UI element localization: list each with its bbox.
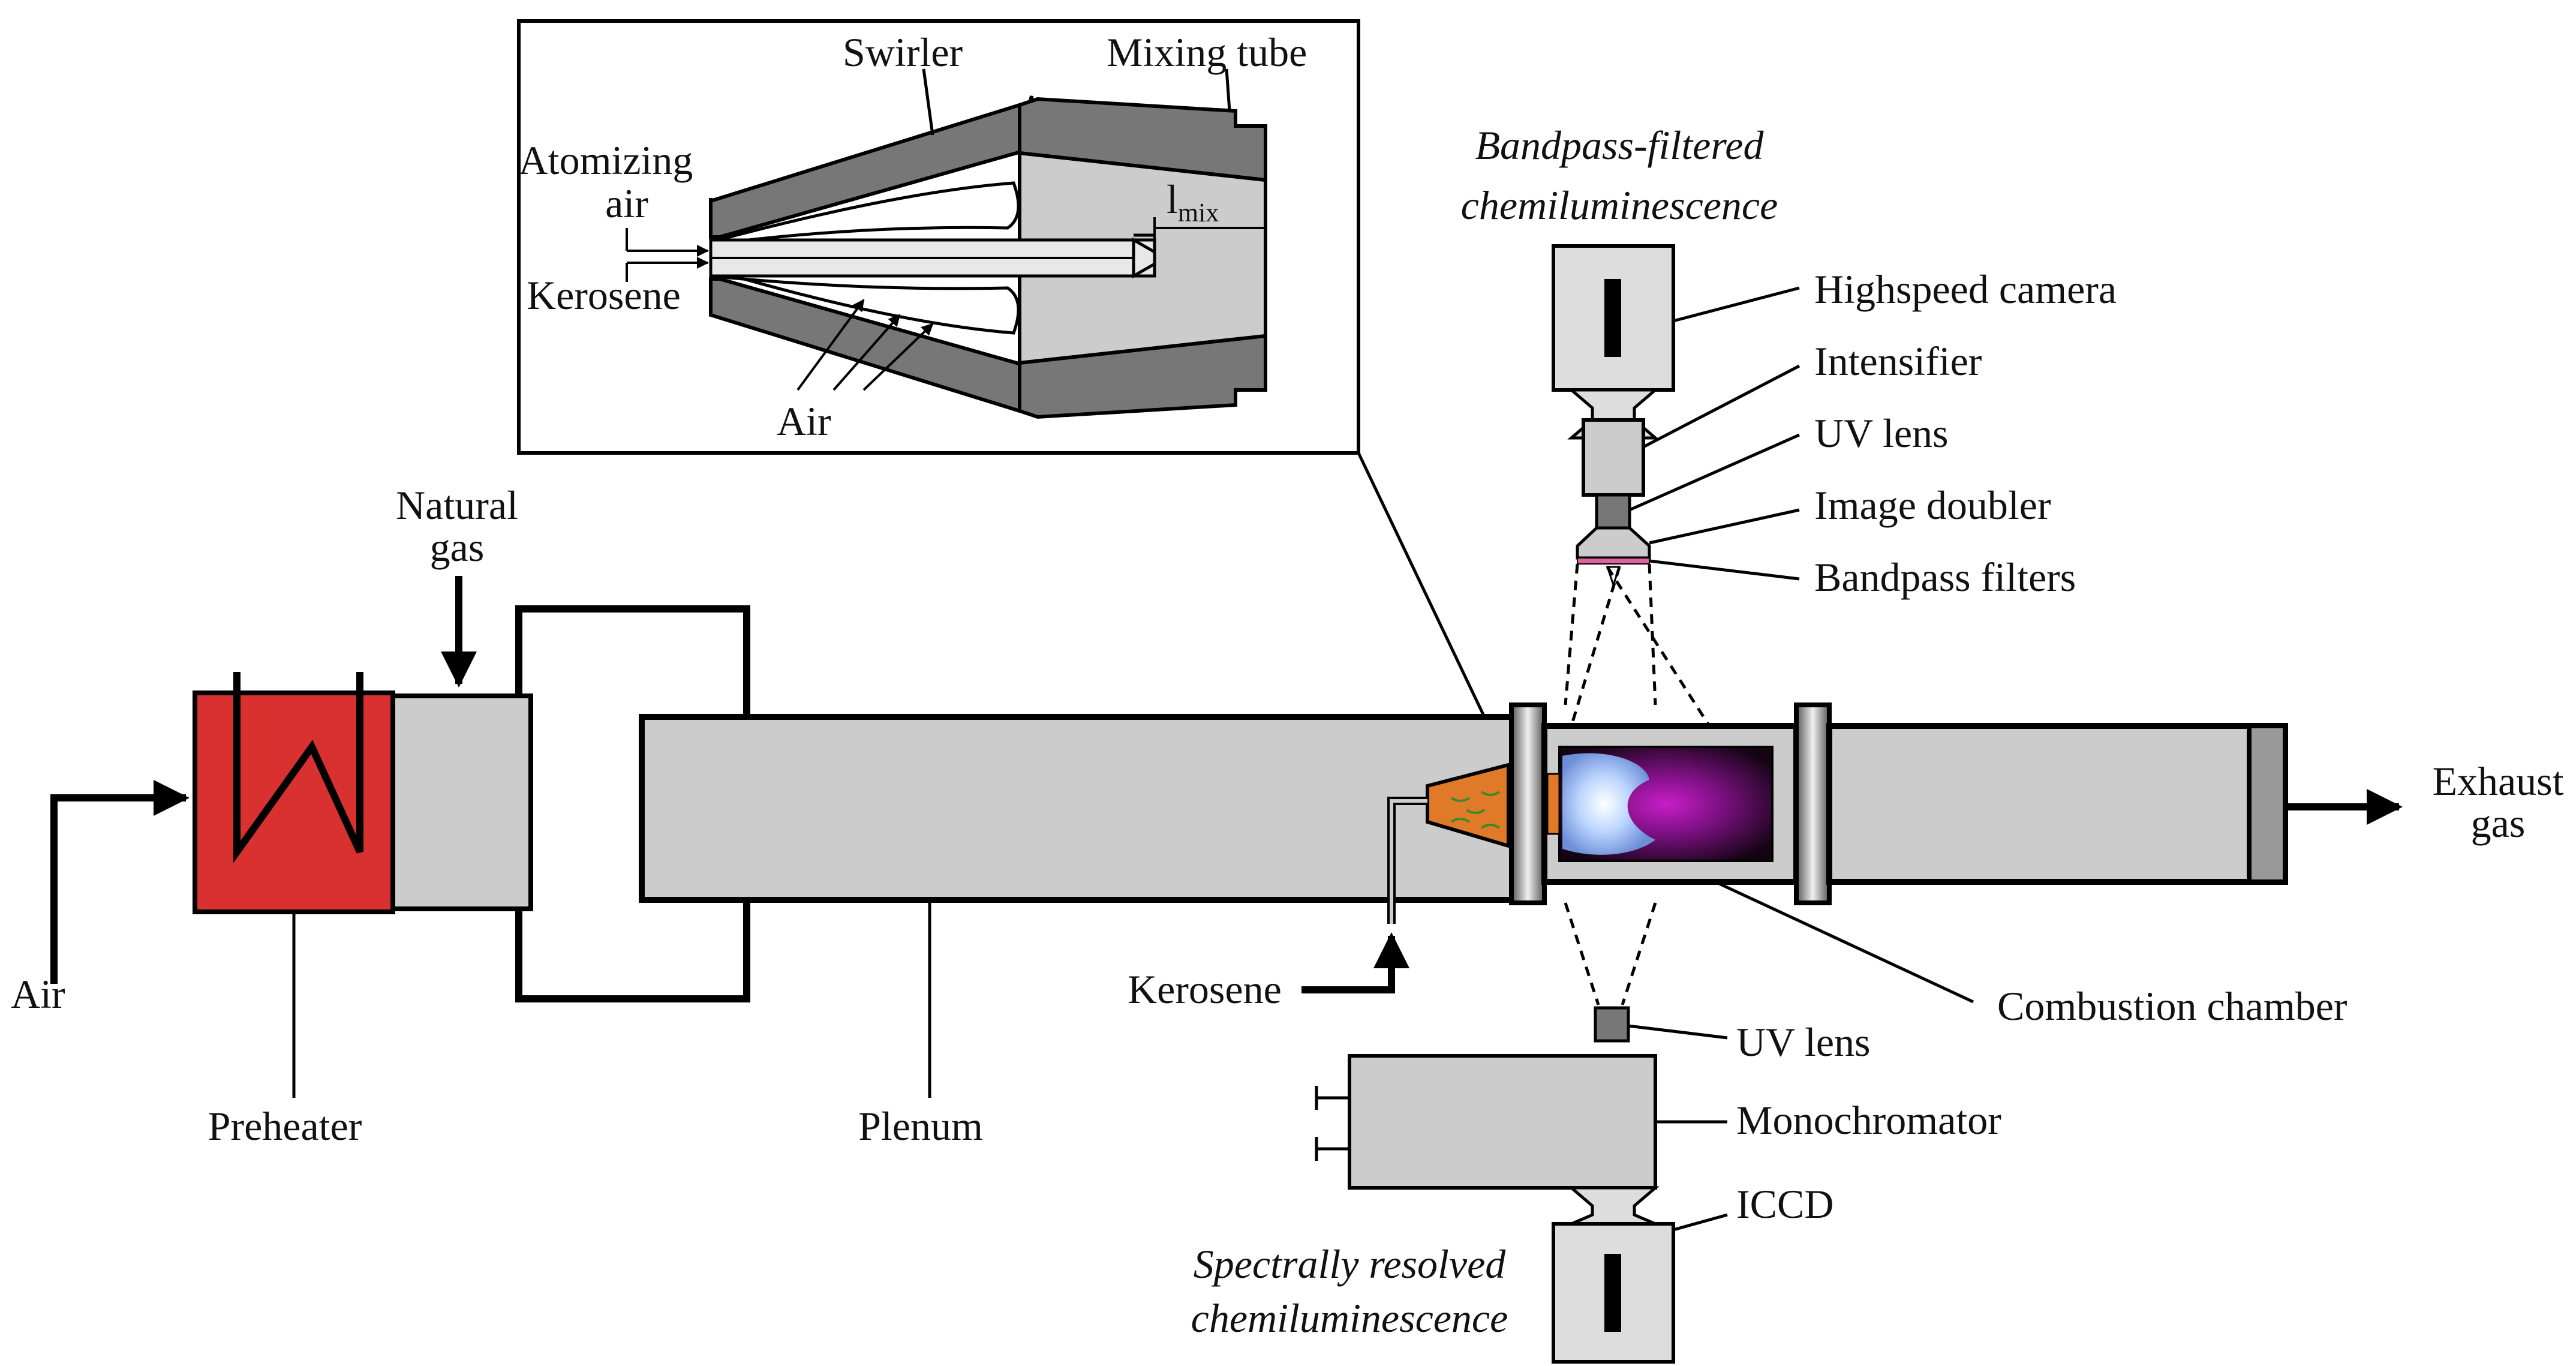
exhaust-label: Exhaust [2432, 758, 2563, 804]
mixing-tube-rim-top [1018, 97, 1267, 182]
plenum [639, 714, 1520, 903]
mixing-tube-rim-bottom [1018, 334, 1267, 419]
flange-2 [1794, 702, 1832, 905]
monochromator [1348, 1054, 1657, 1190]
bandpass-title: Bandpass-filtered [1475, 122, 1765, 168]
exhaust-duct [1826, 723, 2288, 885]
uv-lens-top [1595, 493, 1631, 530]
intensifier [1582, 418, 1645, 497]
kerosene-feed-arrow [1301, 932, 1409, 993]
exhaust-end [2247, 723, 2288, 884]
atomizing-air-label-2: air [605, 181, 648, 226]
uv-lens-top-label: UV lens [1814, 410, 1949, 456]
plenum-label: Plenum [858, 1103, 983, 1149]
iccd-label: ICCD [1736, 1181, 1833, 1227]
natural-gas-label: Natural [396, 482, 518, 528]
intensifier-label: Intensifier [1814, 338, 1982, 384]
gas-mixer [390, 693, 533, 911]
monochromator-label: Monochromator [1736, 1097, 2001, 1143]
uv-lens-bottom-label: UV lens [1736, 1019, 1871, 1065]
natural-gas-label-2: gas [430, 524, 485, 570]
air-label: Air [11, 971, 65, 1017]
highspeed-camera-label: Highspeed camera [1814, 266, 2117, 312]
preheater-coil [233, 672, 363, 863]
bandpass-filters-label: Bandpass filters [1814, 554, 2076, 600]
inset-air-label: Air [777, 398, 831, 444]
flange-1 [1509, 702, 1547, 905]
swirler-inset: lmix Swirler Mixing tube Atomizing air K… [517, 19, 1360, 455]
flame [1562, 753, 1655, 855]
image-doubler-label: Image doubler [1814, 482, 2051, 528]
bandpass-title-2: chemiluminescence [1461, 182, 1778, 228]
exhaust-label-2: gas [2471, 800, 2526, 846]
l-mix-label: lmix [1167, 176, 1219, 227]
swirler-label: Swirler [843, 29, 963, 75]
preheater-label: Preheater [208, 1103, 362, 1149]
air-inlet-arrow [50, 780, 190, 984]
bandpass-filter [1577, 557, 1650, 565]
spectral-title: Spectrally resolved [1194, 1241, 1507, 1287]
atomizing-air-label: Atomizing [519, 137, 693, 183]
mixing-tube-label: Mixing tube [1107, 29, 1307, 75]
image-doubler [1576, 526, 1651, 560]
bypass-loop [515, 605, 750, 717]
spectral-title-2: chemiluminescence [1191, 1295, 1508, 1341]
combustion-chamber-label: Combustion chamber [1997, 983, 2347, 1029]
uv-lens-bottom [1594, 1006, 1630, 1043]
kerosene-feed-label: Kerosene [1128, 966, 1282, 1012]
inset-kerosene-label: Kerosene [527, 272, 681, 318]
